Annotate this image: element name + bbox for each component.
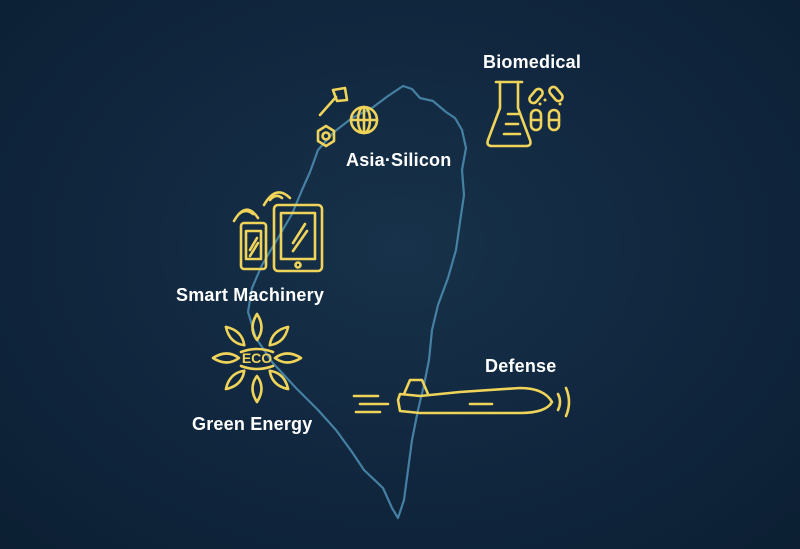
eco-flower-icon: ECO [211, 312, 303, 404]
taiwan-outline [246, 84, 468, 520]
smart-devices-icon [232, 191, 324, 273]
defense-label: Defense [485, 356, 557, 376]
svg-text:ECO: ECO [242, 350, 272, 366]
asia-silicon-label: Asia·Silicon [346, 150, 452, 170]
biomedical-label: Biomedical [483, 52, 582, 72]
smart-machinery-label: Smart Machinery [176, 285, 325, 305]
green-energy-label: Green Energy [192, 414, 313, 434]
tools-globe-icon [316, 86, 379, 148]
drone-icon [352, 378, 571, 418]
flask-pills-icon [486, 80, 564, 148]
